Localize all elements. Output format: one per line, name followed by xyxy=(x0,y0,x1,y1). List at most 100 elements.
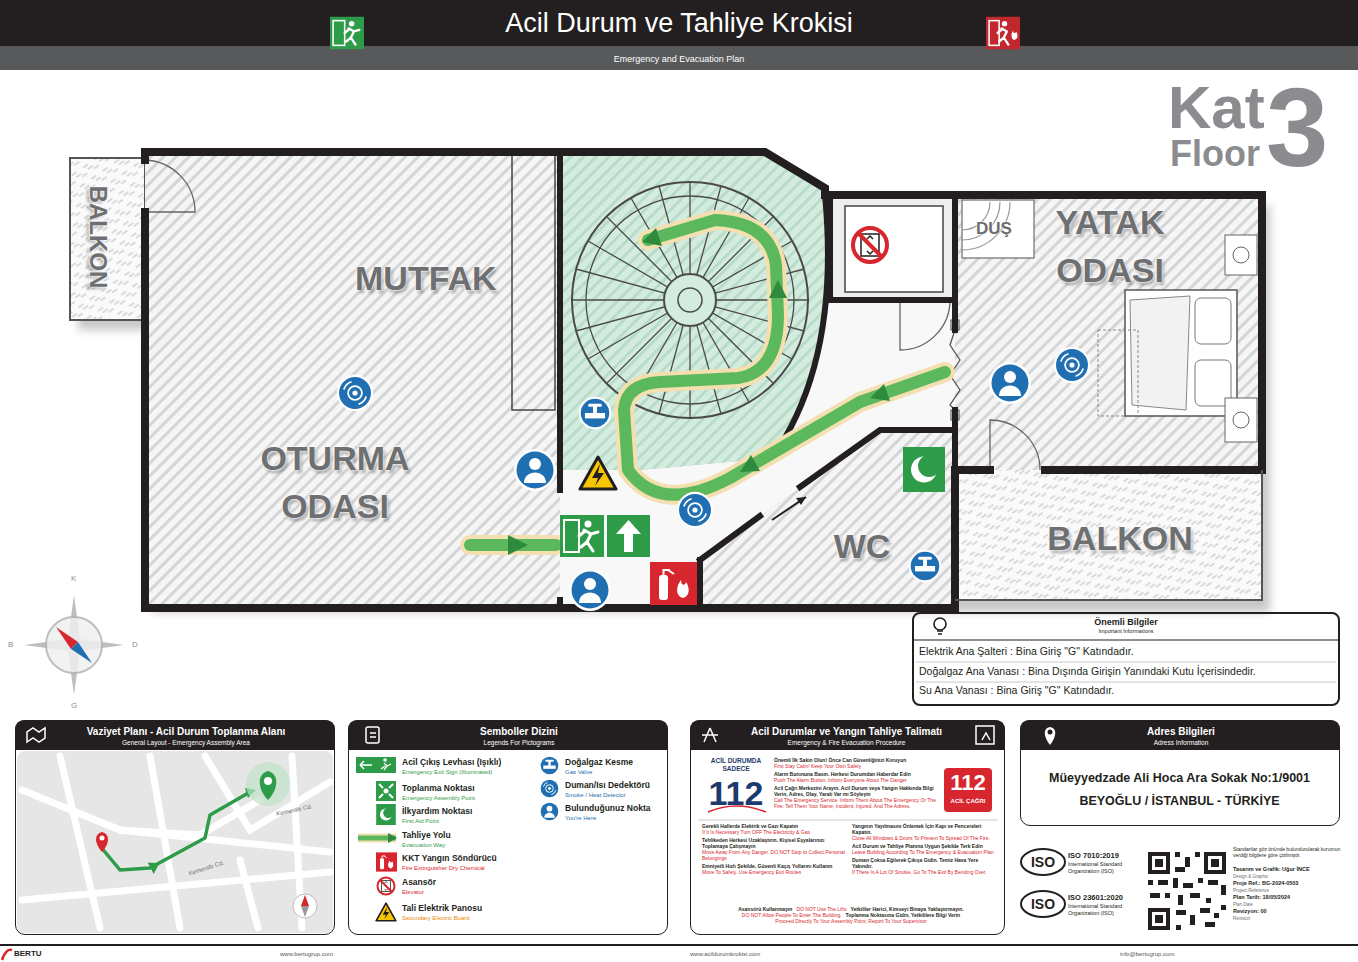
header-bar-part xyxy=(0,46,1358,70)
floor-plan-part xyxy=(955,470,1262,600)
floor-plan-part xyxy=(664,274,716,326)
panel-headers-part xyxy=(1020,720,1340,750)
instruction-en: Move Away From Any Danger. DO NOT Stop t… xyxy=(702,849,846,861)
plan-meta-en: Plan Date xyxy=(1233,901,1341,908)
floor-plan-part xyxy=(1054,347,1090,383)
iso-qr xyxy=(1021,849,1226,930)
floor-plan-part xyxy=(955,470,1262,600)
panel-subheading: Important Informations xyxy=(914,628,1338,635)
panel-heading: Semboller Dizini xyxy=(381,726,657,738)
iso-qr-part xyxy=(1152,856,1222,926)
subtitle: Emergency and Evacuation Plan xyxy=(0,53,1358,65)
panel-subheading: General Layout - Emergency Assembly Area xyxy=(48,739,324,747)
header-bar-part xyxy=(986,17,1020,49)
legend-icons-part xyxy=(376,781,396,801)
panel-headers-part xyxy=(982,733,990,740)
floor-plan-part xyxy=(145,152,560,608)
instruction-en: Leave Building According To The Emergenc… xyxy=(852,849,1000,855)
floor-plan-part xyxy=(508,228,890,555)
iso-qr-part xyxy=(1190,893,1200,898)
info-panel: Önemli BilgilerImportant InformationsEle… xyxy=(912,612,1340,706)
legend-text: Tali Elektrik Panosu xyxy=(402,903,482,914)
site-map-part xyxy=(22,756,330,928)
legend-subtext: Emergency Exit Sign (Illuminated) xyxy=(402,768,492,776)
instruction-en: Close All Windows & Doors To Prevent To … xyxy=(852,835,1000,841)
floor-plan-part xyxy=(700,430,955,608)
iso-qr-part xyxy=(1175,852,1180,857)
floor-plan-part xyxy=(677,492,713,528)
floor-plan-part xyxy=(624,220,945,495)
floor-plan-part xyxy=(955,466,990,474)
floor-plan-part xyxy=(962,200,1034,258)
instruction-en: If It Is Necessary Turn OFF The Electric… xyxy=(702,829,846,835)
address-panel: Adres BilgileriAdress InformationMüeyyed… xyxy=(1020,720,1340,826)
instruction-en: Push The Alarm Button. Inform Everyone A… xyxy=(774,777,940,783)
panel-subheading: Emergency & Fire Evacuation Procedure xyxy=(725,739,968,747)
footer-link: www.acildurumkrokisi.com xyxy=(690,950,760,958)
iso-qr-part xyxy=(1211,859,1219,867)
footer-part xyxy=(2,950,12,960)
plan-meta-en: Design & Graphic xyxy=(1233,873,1341,880)
floor-plan-part xyxy=(512,152,555,410)
legend-icons-part xyxy=(539,778,559,798)
wc-room: WC xyxy=(812,520,912,570)
info-line: Elektrik Ana Şalteri : Bina Giriş "G" Ka… xyxy=(919,645,1333,658)
floor-plan-part xyxy=(145,152,1262,608)
panel-headers-part xyxy=(690,720,1005,750)
floor-plan-part xyxy=(607,515,650,557)
bedroom-room: YATAK ODASI xyxy=(960,198,1258,466)
balcony-room: BALKON xyxy=(1000,512,1240,562)
site-map-part xyxy=(22,872,330,900)
floor-plan-part xyxy=(508,535,528,555)
iso-qr-part xyxy=(1206,898,1211,903)
iso-qr-part xyxy=(1208,880,1218,885)
legend-icons-part xyxy=(381,763,391,770)
iso-qr-part xyxy=(1021,849,1065,875)
room-name: BALKON xyxy=(1000,514,1240,562)
iso-qr-part xyxy=(1021,891,1065,917)
legend-subtext: Elevator xyxy=(402,888,424,896)
floor-plan-part xyxy=(830,195,955,300)
instruction: Önemli İlk Sakin Olun! Önce Can Güvenliğ… xyxy=(774,757,940,763)
legend-subtext: Evacuation Way xyxy=(402,841,445,849)
legend-icons-part xyxy=(356,757,396,773)
legend-icons-part xyxy=(376,804,396,825)
room-name: OTURMA ODASI xyxy=(245,434,425,531)
plan-meta: Tasarım ve Grafik: Uğur İNCE xyxy=(1233,866,1341,873)
instruction: Gerekli Hallerde Elektrik ve Gazı Kapatı… xyxy=(702,823,846,829)
instruction-row: Asansörü Kullanmayın DO NOT Use The Lifts… xyxy=(702,906,1000,924)
instruction: Toplanma Noktasına Gidin, Yetkililere Bi… xyxy=(846,912,961,918)
instruction-en: First Stay Calm! Keep Your Own Safety xyxy=(774,763,940,769)
iso-qr-part xyxy=(1146,850,1226,930)
iso-qr-part xyxy=(1178,895,1183,905)
legend-subtext: Emergency Assembly Point xyxy=(402,794,475,802)
fixture-name: DUŞ xyxy=(976,219,1012,239)
footer-link: www.bertugrup.com xyxy=(280,950,333,958)
floor-plan-part xyxy=(560,515,604,557)
address-line: BEYOĞLU / İSTANBUL - TÜRKİYE xyxy=(1021,794,1338,809)
panel-heading: Önemli Bilgiler xyxy=(914,617,1338,628)
panel-headers-part xyxy=(27,728,45,742)
instruction: Asansörü Kullanmayın xyxy=(738,906,792,912)
legend-subtext: Fire Extinguisher Dry Chemical xyxy=(402,864,485,872)
floor-plan-part xyxy=(870,384,890,401)
panel-headers-part xyxy=(1048,730,1053,735)
instruction-en: DO NOT Allow People To Enter The Buildin… xyxy=(742,912,842,918)
procedure-art-part xyxy=(944,768,992,812)
floor-plan-part xyxy=(1130,296,1190,410)
procedure-panel: Acil Durumlar ve Yangın Tahliye Talimatı… xyxy=(690,720,1005,935)
site-map-part xyxy=(240,860,258,928)
iso-qr-part xyxy=(1152,856,1166,870)
floor-plan-part xyxy=(70,158,145,320)
iso-qr-part xyxy=(1148,852,1226,930)
iso-qr-part xyxy=(1152,912,1166,926)
iso-qr-part xyxy=(1173,878,1178,888)
floor-plan-part xyxy=(642,228,662,246)
floor-plan-part xyxy=(1233,412,1249,428)
instruction-en: DO NOT Use The Lifts xyxy=(796,906,846,912)
floor-plan-part xyxy=(145,152,1262,470)
floor-plan-part xyxy=(853,228,887,262)
floor-plan-part xyxy=(1225,398,1257,442)
floor-plan-part xyxy=(145,160,195,212)
legend-text: Bulunduğunuz Nokta xyxy=(565,803,650,814)
